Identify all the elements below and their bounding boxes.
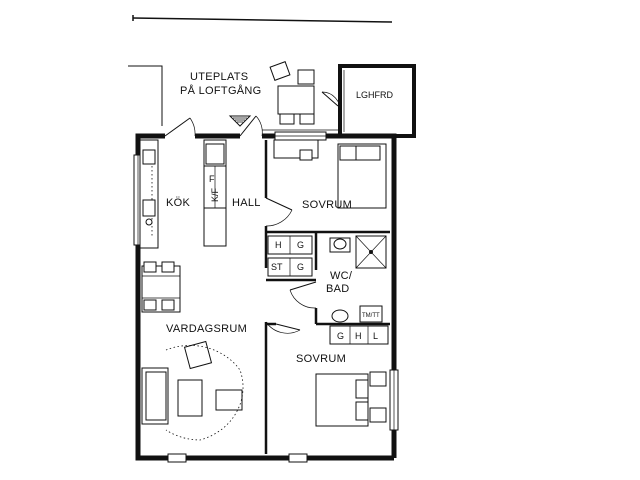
hall-label: HALL <box>232 197 261 209</box>
kitchen-counter <box>139 139 227 249</box>
storage-room <box>321 64 416 138</box>
bedroom-top-furniture <box>273 139 387 209</box>
interior-doors <box>265 197 317 334</box>
bedroom-closet-label-g: G <box>337 331 344 341</box>
bathroom-sublabel: BAD <box>326 283 350 295</box>
bedroom-bottom-label: SOVRUM <box>296 353 346 365</box>
terrace-table-set <box>269 61 315 125</box>
bedroom-closet-label-l: L <box>373 331 378 341</box>
bedroom-top-label: SOVRUM <box>302 199 352 211</box>
outer-walls <box>135 133 397 461</box>
kitchen-label: KÖK <box>166 197 190 209</box>
terrace-boundary <box>128 65 338 131</box>
dining-table <box>141 261 181 313</box>
living-room-furniture <box>141 340 244 441</box>
fridge-freezer-label: K/F <box>210 187 220 202</box>
laundry-label: TM/TT <box>362 313 380 319</box>
doormat-icon <box>228 115 252 127</box>
closet-label-g1: G <box>297 240 304 250</box>
bathroom-label: WC/ <box>330 270 353 282</box>
interior-walls <box>264 140 390 454</box>
bedroom-closet-label-h: H <box>355 331 362 341</box>
freezer-label: F <box>209 174 215 184</box>
closet-label-st: ST <box>271 262 283 272</box>
storage-label: LGHFRD <box>356 90 394 100</box>
closet-label-h: H <box>275 240 282 250</box>
bathroom-fixtures <box>329 235 387 323</box>
terrace-sublabel: PÅ LOFTGÅNG <box>180 84 262 97</box>
bedroom-bottom-furniture <box>315 325 389 427</box>
entrance-door <box>164 115 263 137</box>
top-border-line <box>132 17 393 23</box>
closet-label-g2: G <box>297 262 304 272</box>
living-room-label: VARDAGSRUM <box>166 323 247 335</box>
hall-closets <box>267 235 313 277</box>
terrace-label: UTEPLATS <box>190 71 248 83</box>
